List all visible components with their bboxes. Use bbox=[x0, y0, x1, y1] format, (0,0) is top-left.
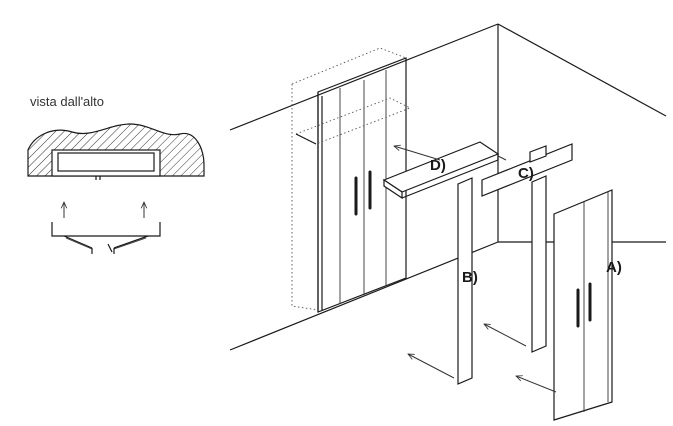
part-d-arrow-icon bbox=[394, 146, 441, 161]
part-a-label: A) bbox=[606, 259, 622, 276]
part-d: D) bbox=[382, 141, 507, 200]
installed-unit bbox=[291, 47, 412, 313]
part-b: B) bbox=[408, 177, 478, 385]
part-c-arrow-icon bbox=[484, 324, 527, 347]
part-b-label: B) bbox=[462, 269, 478, 286]
door-plan bbox=[51, 222, 161, 254]
part-b-arrow-icon bbox=[408, 354, 455, 379]
top-view: vista dall'alto bbox=[27, 94, 205, 254]
part-c-label: C) bbox=[518, 165, 534, 182]
part-c: C) bbox=[481, 143, 573, 353]
part-a: A) bbox=[516, 189, 622, 421]
room bbox=[229, 23, 667, 351]
top-view-caption: vista dall'alto bbox=[30, 94, 104, 109]
niche-header-box bbox=[57, 152, 155, 172]
part-a-arrow-icon bbox=[516, 376, 557, 393]
part-d-label: D) bbox=[430, 157, 446, 174]
part-d-arrow2-icon bbox=[497, 155, 507, 161]
